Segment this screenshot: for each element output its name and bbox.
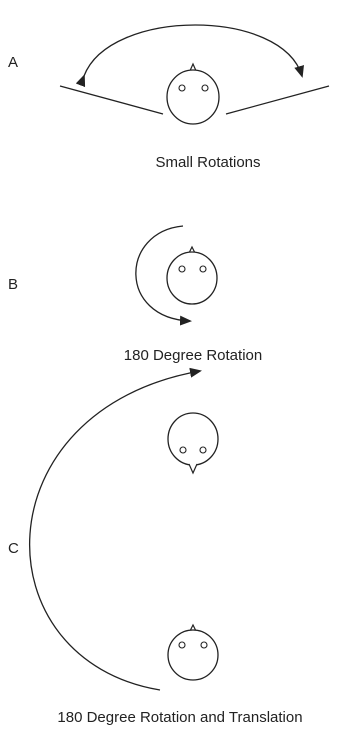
right-eye-icon	[199, 265, 207, 273]
panel-c-upper-head	[167, 412, 219, 475]
panel-a-caption: Small Rotations	[155, 154, 260, 171]
panel-b: B 180 Degree Rotation	[8, 225, 262, 364]
head-outline	[166, 251, 218, 305]
panel-a-head	[166, 62, 220, 125]
panel-b-rotation-arrow	[135, 225, 192, 326]
panel-c-rotation-arrow	[29, 367, 202, 691]
left-eye-icon	[178, 641, 186, 649]
panel-c-caption: 180 Degree Rotation and Translation	[57, 709, 302, 726]
panel-c-lower-head	[167, 623, 219, 681]
head-outline	[167, 412, 219, 466]
panel-c: C 180 Degree Rotation and Translation	[8, 367, 303, 726]
left-eye-icon	[178, 84, 186, 92]
left-eye-icon	[179, 446, 187, 454]
right-eye-icon	[199, 446, 207, 454]
left-eye-icon	[178, 265, 186, 273]
panel-b-caption: 180 Degree Rotation	[124, 347, 262, 364]
panel-b-label: B	[8, 276, 18, 293]
panel-a-right-line	[225, 85, 330, 115]
head-outline	[166, 69, 220, 125]
panel-a-double-arrow	[75, 24, 304, 88]
panel-a-left-line	[59, 85, 164, 115]
head-outline	[167, 629, 219, 681]
panel-a: A Small Rotations	[8, 8, 330, 171]
right-eye-icon	[201, 84, 209, 92]
panel-c-label: C	[8, 540, 19, 557]
panel-a-label: A	[8, 54, 18, 71]
nose-icon	[188, 463, 198, 475]
panel-a-arc-gap	[199, 8, 204, 20]
right-eye-icon	[200, 641, 208, 649]
panel-b-head	[166, 245, 218, 305]
